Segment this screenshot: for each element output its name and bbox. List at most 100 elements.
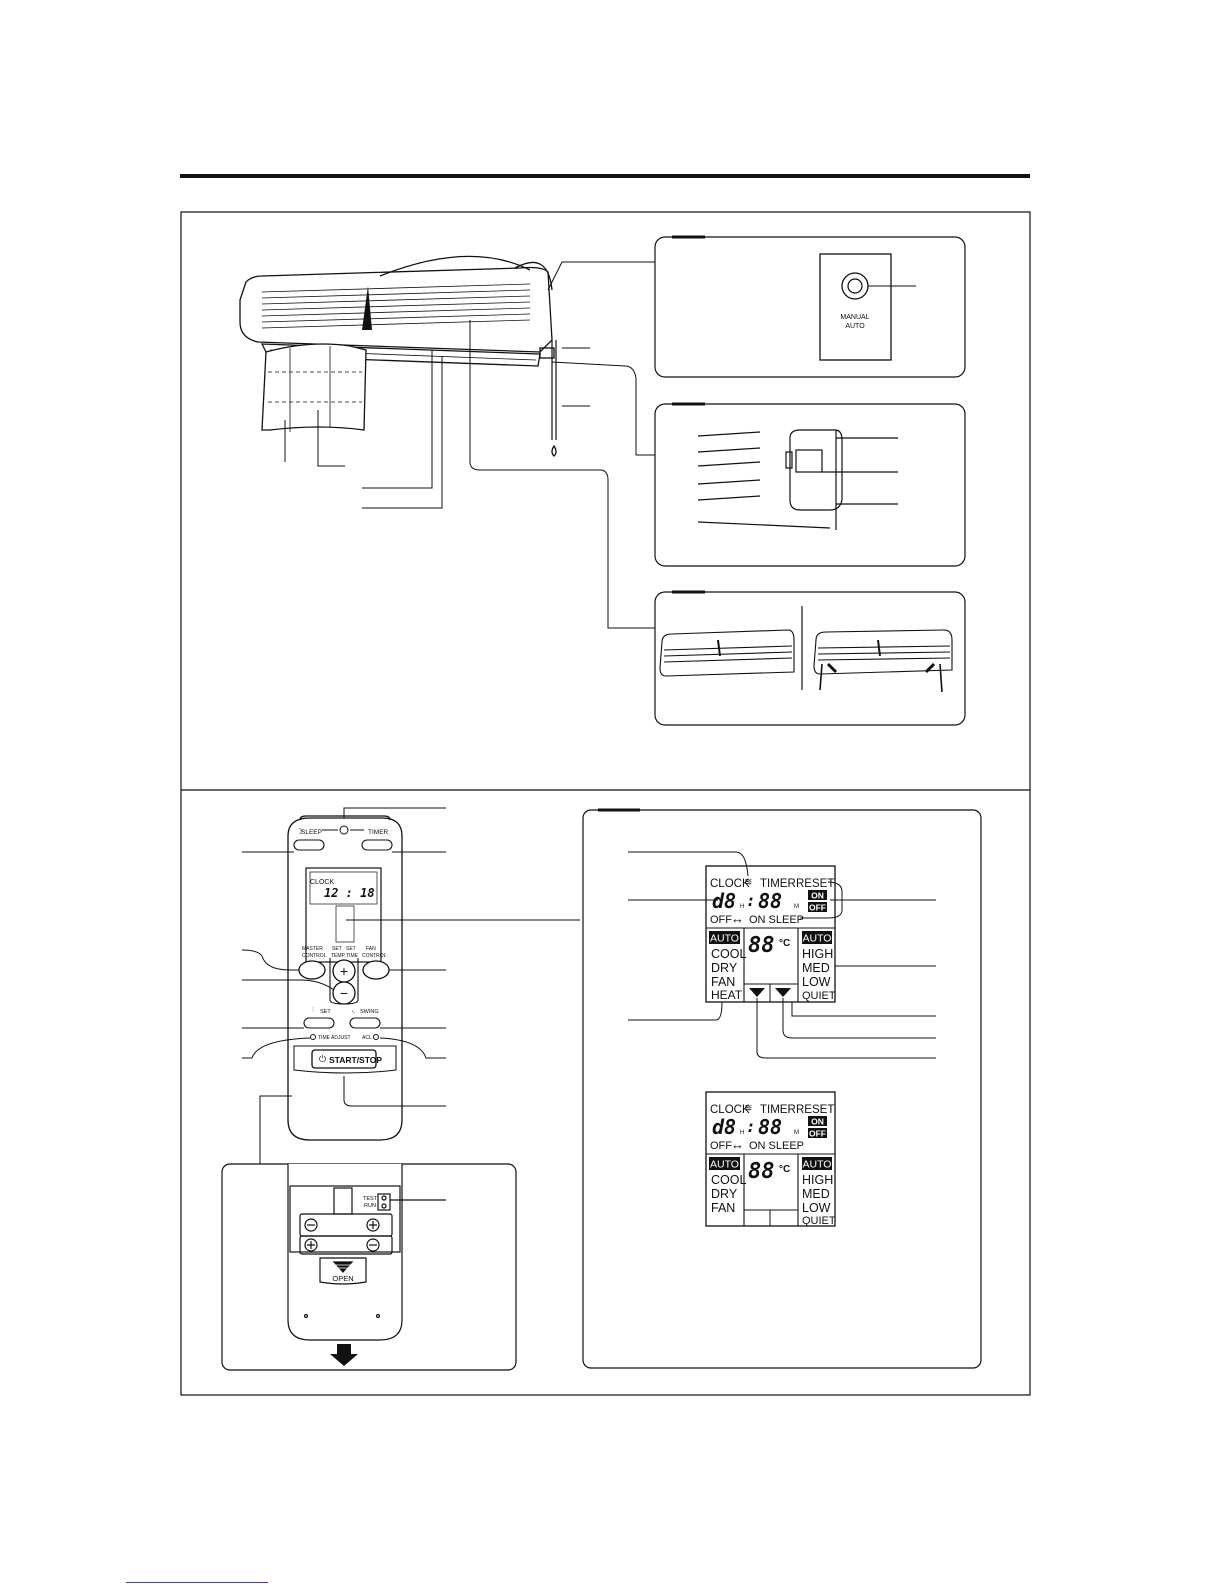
master-control-label-2: CONTROL [302,953,327,959]
lcd-on-badge [808,890,827,900]
lcd2-fan-med: MED [802,1187,830,1201]
lcd-fan-high: HIGH [802,947,833,961]
remote-leaders [241,807,580,1164]
lcd-mode-dry: DRY [711,961,738,975]
lcd2-wifi-signal-icon: ≋ [744,1103,752,1114]
panel-indicators [654,403,966,567]
lcd-cooling-only: CLOCK ≋ TIMER RESET d8 H : 88 M ON OFF O… [705,1091,836,1227]
lcd2-h: H [740,1130,744,1136]
swing-button[interactable] [349,1017,381,1029]
swing-label: SWING [360,1009,379,1015]
panel-front-open [654,591,966,726]
lcd2-fan-low: LOW [802,1201,831,1215]
indoor-unit-illustration [239,255,557,457]
lcd-mode-fan: FAN [711,975,735,989]
time-adjust-button[interactable] [310,1034,316,1040]
set-icon: ⫶ [312,1006,314,1014]
set-temp-label-1: SET [332,946,342,952]
air-direction-set-button[interactable] [303,1017,335,1029]
panel-manual-auto [654,236,966,378]
lcd2-timer: TIMER [760,1104,796,1116]
wifi-signal-icon: ≋ [744,877,752,888]
lcd2-fan-auto: AUTO [803,1159,832,1171]
fan-control-label-2: CONTROL [362,953,387,959]
lcd-mode-cool: COOL [711,947,746,961]
remote-lcd-clock-label: CLOCK [310,879,334,886]
lcd-leaders [628,851,936,1059]
lcd2-mode-auto: AUTO [710,1159,739,1171]
open-label: OPEN [332,1274,353,1283]
lcd-hour-digits: d8 [712,889,736,913]
manual-auto-plate [819,253,892,361]
lcd-m: M [794,904,799,910]
start-stop-housing [293,1045,397,1074]
indicator-illustration [697,429,898,530]
clock-icon [339,825,349,835]
lcd-fan-low: LOW [802,975,831,989]
start-stop-button[interactable] [311,1049,377,1069]
remote-lcd-top [309,871,378,905]
acl-button[interactable] [373,1034,379,1040]
remote-back-illustration [287,1164,446,1341]
lcd2-arrow-icon: ↔ [731,1137,744,1152]
remote-lcd-mid [335,905,355,943]
lcd2-hour-digits: d8 [712,1115,736,1139]
plus-label: + [340,963,348,979]
lcd2-temp-digits: 88 [748,1159,775,1184]
remote-lcd-time: 12 : 18 [324,886,375,900]
lcd2-m: M [794,1130,799,1136]
lcd-fan-med: MED [802,961,830,975]
lcd-fan-auto: AUTO [803,933,832,945]
lcd-off-badge-text: OFF [809,903,826,913]
lcd2-on-sleep: ON SLEEP [749,1140,804,1152]
fan-control-label-1: FAN [366,946,376,952]
sleep-icon: ☽ [296,827,303,836]
master-control-button[interactable] [298,960,326,980]
lcd-arrow-icon: ↔ [731,911,744,926]
acl-label: ACL [362,1035,372,1041]
lcd-mode-auto: AUTO [710,933,739,945]
test-run-label-1: TEST [363,1196,378,1202]
minus-button[interactable] [332,981,356,1005]
fan-control-button[interactable] [362,960,390,980]
unit-thumbnail-right [813,629,953,693]
lcd2-mode-auto-badge [709,1157,740,1170]
sleep-button[interactable] [293,839,325,851]
time-adjust-label: TIME ADJUST [318,1035,351,1041]
lcd2-off-badge-text: OFF [809,1129,826,1139]
lcd2-clock: CLOCK [710,1104,750,1116]
outer-frame [180,211,1031,1396]
lcd2-reset: RESET [796,1104,834,1116]
lcd-mode-auto-badge [709,931,740,944]
set-label: SET [320,1009,331,1015]
lcd-indicator-right-icon [775,988,791,997]
indoor-unit-leaders [284,261,655,629]
lcd-minute-digits: 88 [758,889,782,913]
lcd2-minute-digits: 88 [758,1115,782,1139]
lcd2-colon: : [746,1117,756,1136]
lcd-off: OFF [710,914,732,926]
down-arrow-icon [330,1344,358,1366]
sleep-label: SLEEP [301,829,322,836]
unit-thumbnail-left [659,629,795,677]
set-temp-label-2: TEMP. [331,953,346,959]
manual-auto-button [847,278,863,294]
lcd-colon: : [746,891,756,910]
timer-button[interactable] [361,839,393,851]
lcd-h: H [740,904,744,910]
set-time-label-1: SET [346,946,356,952]
lcd2-deg-c: °C [779,1164,790,1175]
lcd-on-text: ON [811,891,824,901]
lcd-on-sleep: ON SLEEP [749,914,804,926]
lcd-off-badge [808,902,827,912]
lcd-deg-c: °C [779,938,790,949]
power-icon: ⏻ [319,1054,326,1064]
lcd2-on-text: ON [811,1117,824,1127]
display-panel-frame [582,809,982,1369]
lcd-mode-heat: HEAT [711,988,743,1002]
manual-label: MANUAL [840,314,869,321]
lcd2-fan-quiet: QUIET [802,1215,836,1227]
lcd2-fan-auto-badge [802,1157,832,1170]
